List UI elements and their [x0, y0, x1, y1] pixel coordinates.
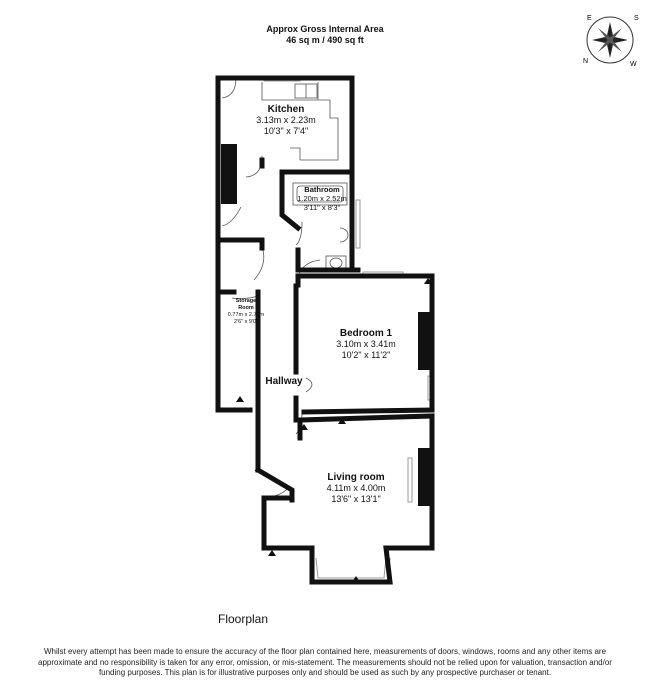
bedroom-imperial: 10'2" x 11'2" [342, 350, 391, 360]
bathroom-name: Bathroom [304, 185, 340, 194]
living-label: Living room 4.11m x 4.00m 13'6" x 13'1" [327, 472, 386, 504]
kitchen-metric: 3.13m x 2.23m [256, 115, 316, 125]
disclaimer-text: Whilst every attempt has been made to en… [38, 647, 612, 677]
bedroom-label: Bedroom 1 3.10m x 3.41m 10'2" x 11'2" [336, 328, 396, 360]
bedroom-name: Bedroom 1 [340, 328, 393, 339]
storage-label: Storage Room 0.77m x 2.75m 2'6" x 9'0" [228, 298, 265, 325]
living-imperial: 13'6" x 13'1" [331, 494, 380, 504]
area-value: 46 sq m / 490 sq ft [286, 35, 364, 45]
bathroom-metric: 1.20m x 2.52m [297, 194, 347, 203]
storage-metric: 0.77m x 2.75m [228, 312, 265, 318]
hallway-name: Hallway [265, 376, 303, 387]
living-metric: 4.11m x 4.00m [327, 483, 386, 493]
kitchen-imperial: 10'3" x 7'4" [264, 126, 308, 136]
storage-imperial: 2'6" x 9'0" [234, 319, 258, 325]
kitchen-label: Kitchen 3.13m x 2.23m 10'3" x 7'4" [256, 104, 316, 136]
area-title: Approx Gross Internal Area [266, 24, 384, 34]
bathroom-label: Bathroom 1.20m x 2.52m 3'11" x 8'3" [297, 185, 347, 212]
compass-letter-w: W [630, 61, 637, 68]
kitchen-name: Kitchen [268, 104, 305, 115]
compass-letter-n: N [583, 58, 588, 65]
compass-icon: S E N W [583, 15, 639, 68]
bathroom-imperial: 3'11" x 8'3" [304, 203, 341, 212]
floorplan-title: Floorplan [218, 612, 269, 626]
storage-name-1: Storage [236, 298, 256, 304]
bedroom-metric: 3.10m x 3.41m [336, 339, 396, 349]
storage-name-2: Room [238, 305, 254, 311]
living-name: Living room [327, 472, 384, 483]
compass-letter-e: E [587, 15, 592, 22]
compass-letter-s: S [634, 15, 639, 22]
